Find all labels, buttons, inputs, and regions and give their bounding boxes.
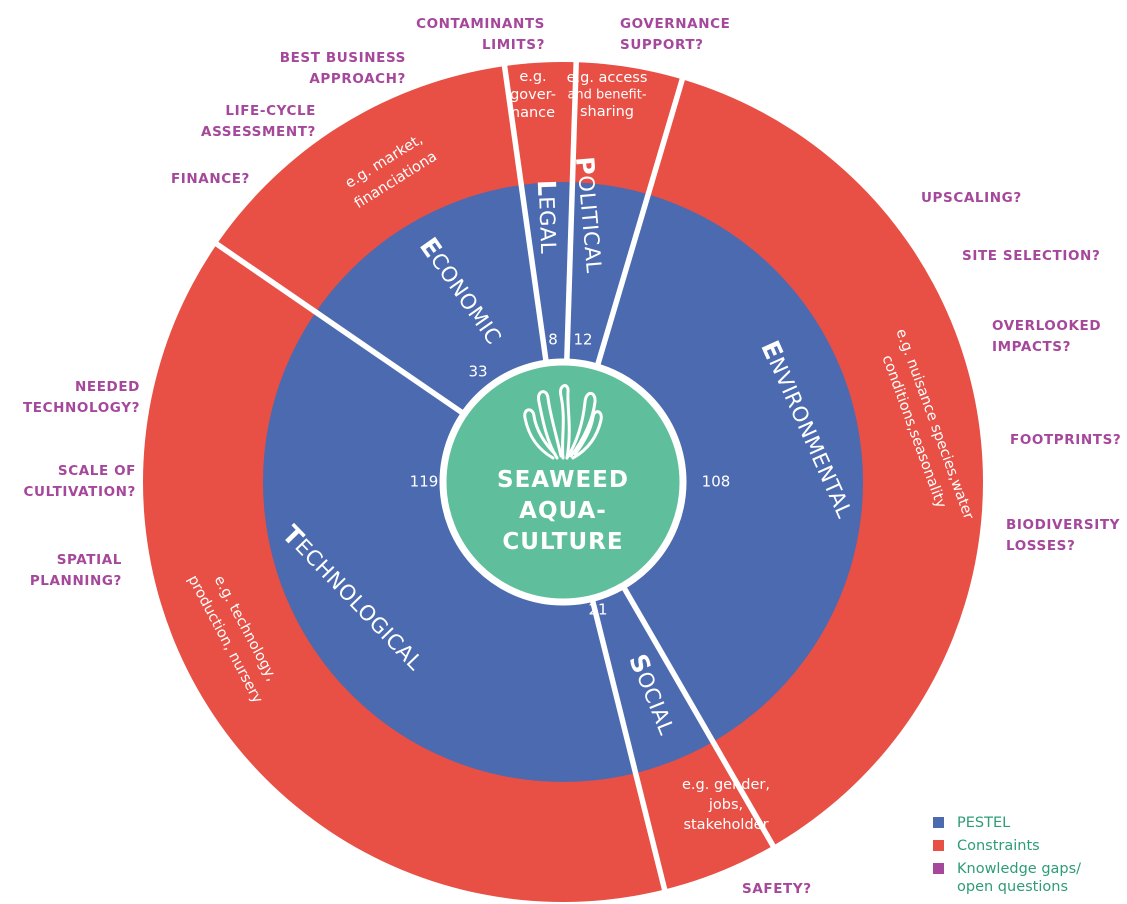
center-circle	[439, 358, 687, 606]
center-label-line3: CULTURE	[502, 529, 623, 555]
legend-item-constraints: Constraints	[933, 837, 1107, 855]
economic-count: 33	[468, 363, 487, 381]
legend-label-pestel: PESTEL	[957, 815, 1011, 831]
center-label-line2: AQUA-	[519, 498, 607, 524]
question-4: FINANCE?	[171, 171, 250, 187]
open-questions: CONTAMINANTS LIMITS? GOVERNANCE SUPPORT? BES…	[23, 16, 1121, 897]
question-1: GOVERNANCE SUPPORT?	[620, 16, 730, 53]
divider-political-environmental	[593, 75, 686, 370]
legend-swatch-constraints	[933, 840, 944, 851]
question-line: APPROACH?	[309, 71, 406, 87]
segment-dividers	[212, 59, 777, 894]
legend-item-pestel: PESTEL	[933, 814, 1107, 832]
question-13: SAFETY?	[742, 881, 812, 897]
divider-social-technological	[588, 595, 669, 894]
social-example: e.g. gender, jobs, stakeholder	[682, 777, 770, 833]
question-line: CULTIVATION?	[24, 484, 136, 500]
political-example-line: and benefit-	[567, 88, 646, 103]
question-line: LOSSES?	[1006, 538, 1075, 554]
question-2: BEST BUSINESS APPROACH?	[280, 50, 406, 87]
center-label-line1: SEAWEED	[497, 467, 629, 493]
question-line: NEEDED	[75, 379, 140, 395]
legend-item-knowledge-gaps: Knowledge gaps/ open questions	[933, 860, 1107, 896]
legend-swatch-pestel	[933, 817, 944, 828]
question-7: OVERLOOKED IMPACTS?	[992, 318, 1101, 355]
question-10: NEEDED TECHNOLOGY?	[23, 379, 140, 416]
question-line: SCALE OF	[58, 463, 136, 479]
question-line: TECHNOLOGY?	[23, 400, 140, 416]
question-line: PLANNING?	[30, 573, 122, 589]
social-example-line: e.g. gender,	[682, 777, 770, 793]
question-line: SITE SELECTION?	[962, 248, 1100, 264]
political-count: 12	[573, 331, 592, 349]
question-line: IMPACTS?	[992, 339, 1071, 355]
divider-economic-technological	[212, 240, 468, 418]
legend: PESTEL Constraints Knowledge gaps/ open …	[933, 814, 1107, 901]
question-line: ASSESSMENT?	[201, 124, 316, 140]
social-count: 21	[588, 601, 607, 619]
question-3: LIFE-CYCLE ASSESSMENT?	[201, 103, 316, 140]
legal-count: 8	[548, 331, 558, 349]
legal-example-line: gover-	[510, 87, 556, 103]
divider-environmental-social	[619, 582, 777, 850]
question-line: FINANCE?	[171, 171, 250, 187]
legend-label-knowledge-gaps: Knowledge gaps/ open questions	[957, 861, 1082, 895]
question-line: SAFETY?	[742, 881, 812, 897]
question-9: BIODIVERSITY LOSSES?	[1006, 517, 1120, 554]
question-6: SITE SELECTION?	[962, 248, 1100, 264]
seaweed-icon	[523, 384, 603, 460]
divider-legal-political	[563, 59, 580, 365]
legal-title: LEGAL	[532, 179, 564, 254]
legend-swatch-knowledge-gaps	[933, 863, 944, 874]
question-line: BEST BUSINESS	[280, 50, 406, 66]
question-line: BIODIVERSITY	[1006, 517, 1120, 533]
legal-example-line: nance	[511, 105, 555, 121]
legal-example: e.g. gover-nance	[510, 69, 556, 121]
question-line: LIMITS?	[482, 37, 545, 53]
political-example-line: e.g. access	[567, 70, 648, 86]
social-example-line: stakeholder	[683, 817, 768, 833]
legal-example-line: e.g.	[519, 69, 546, 85]
social-example-line: jobs,	[708, 797, 743, 813]
question-11: SCALE OF CULTIVATION?	[24, 463, 136, 500]
political-example-line: sharing	[580, 104, 634, 120]
question-line: SPATIAL	[57, 552, 122, 568]
question-5: UPSCALING?	[921, 190, 1022, 206]
question-0: CONTAMINANTS LIMITS?	[416, 16, 545, 53]
question-line: LIFE-CYCLE	[225, 103, 316, 119]
question-line: GOVERNANCE	[620, 16, 730, 32]
political-example: e.g. access and benefit-sharing	[567, 70, 648, 120]
question-12: SPATIAL PLANNING?	[30, 552, 122, 589]
environmental-count: 108	[702, 473, 731, 491]
question-line: UPSCALING?	[921, 190, 1022, 206]
question-line: OVERLOOKED	[992, 318, 1101, 334]
question-8: FOOTPRINTS?	[1010, 432, 1121, 448]
technological-count: 119	[410, 473, 439, 491]
question-line: SUPPORT?	[620, 37, 704, 53]
question-line: CONTAMINANTS	[416, 16, 545, 32]
question-line: FOOTPRINTS?	[1010, 432, 1121, 448]
legend-label-constraints: Constraints	[957, 838, 1040, 854]
divider-economic-legal	[501, 62, 550, 366]
